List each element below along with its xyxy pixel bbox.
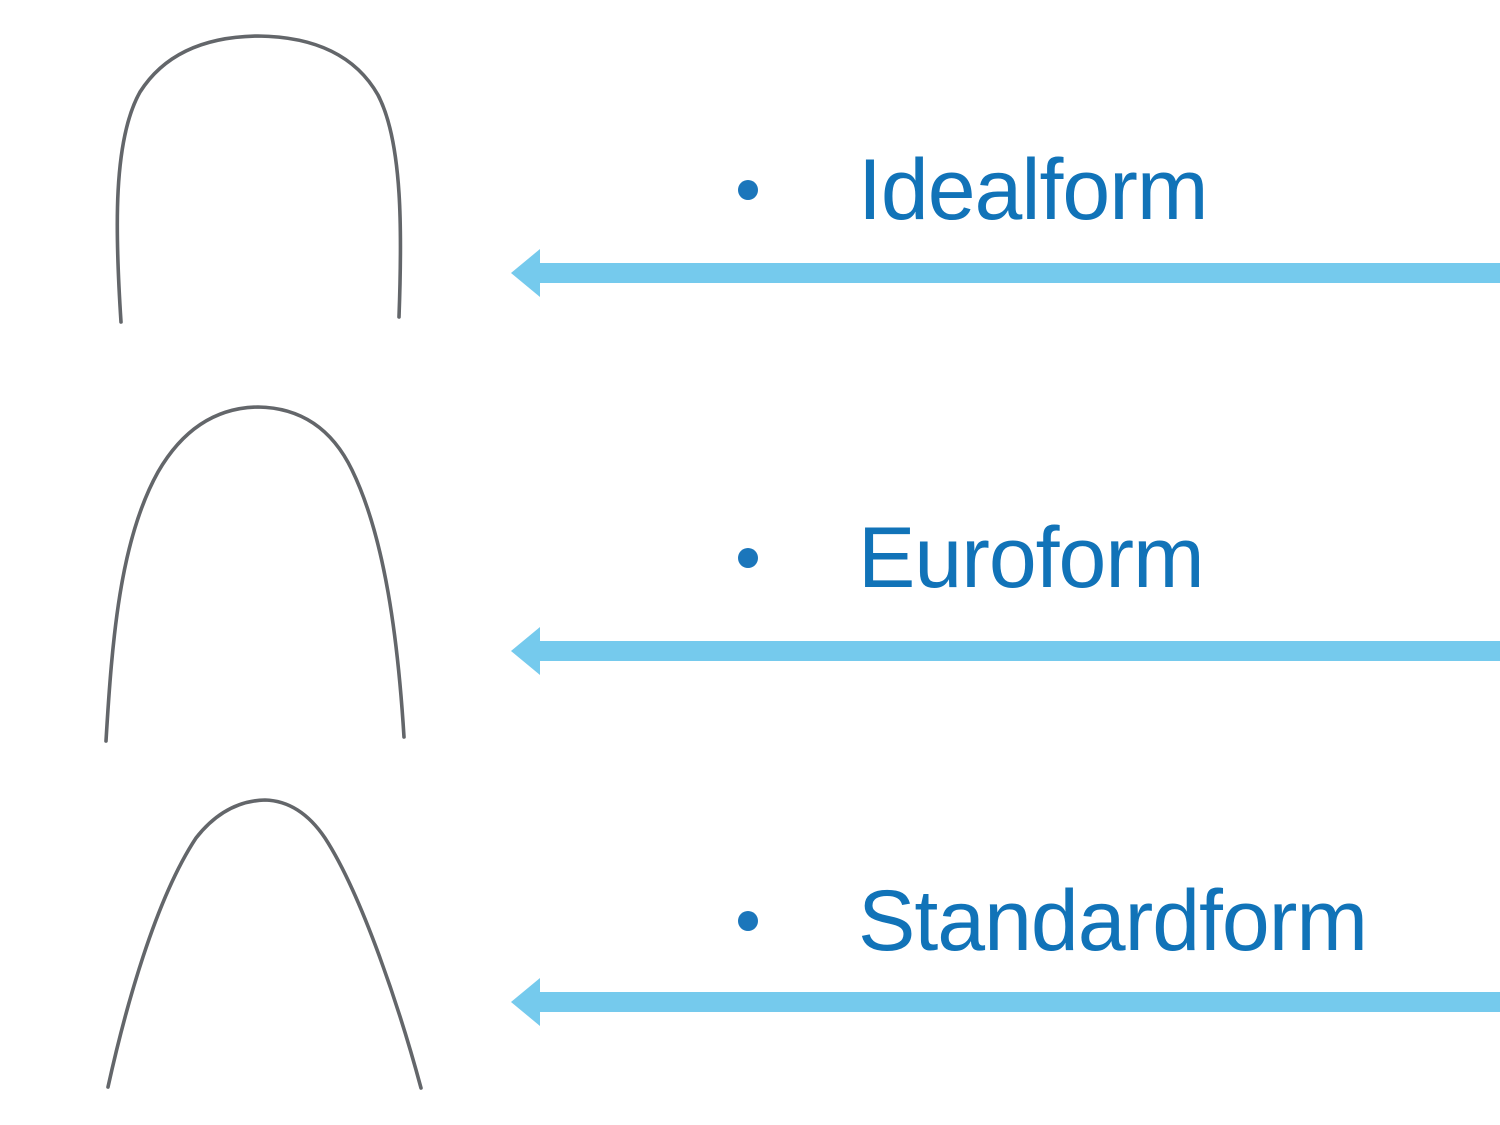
- left-arrow-standardform: [511, 978, 1500, 1026]
- list-item-standardform: Standardform: [738, 871, 1368, 971]
- bullet-icon: [738, 548, 758, 568]
- archwire-standardform: [106, 798, 423, 1090]
- bullet-icon: [738, 180, 758, 200]
- list-item-label: Standardform: [858, 873, 1368, 969]
- list-item-euroform: Euroform: [738, 508, 1205, 608]
- left-arrow-euroform: [511, 627, 1500, 675]
- archwire-idealform: [115, 34, 403, 324]
- bullet-icon: [738, 911, 758, 931]
- archwire-euroform: [104, 405, 406, 743]
- left-arrow-idealform: [511, 249, 1500, 297]
- list-item-label: Idealform: [858, 142, 1208, 238]
- list-item-idealform: Idealform: [738, 140, 1208, 240]
- list-item-label: Euroform: [858, 510, 1205, 606]
